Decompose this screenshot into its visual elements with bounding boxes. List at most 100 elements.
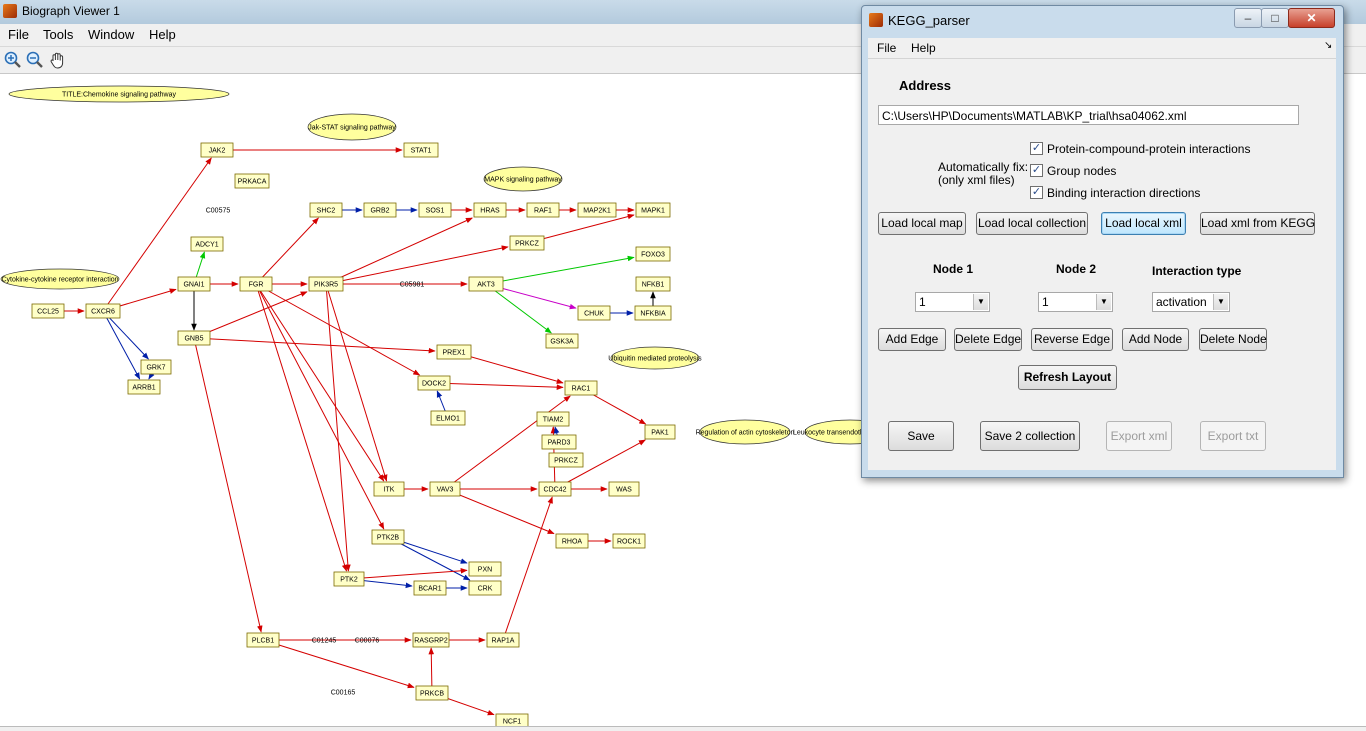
gene-node-foxo3[interactable]: FOXO3 bbox=[635, 246, 671, 262]
edge-fgr-to-ptk2b[interactable] bbox=[255, 283, 385, 530]
compound-c00165[interactable]: C00165 bbox=[331, 690, 356, 697]
edge-prkcb-to-rasgrp2[interactable] bbox=[428, 647, 435, 694]
kegg-menu-file[interactable]: File bbox=[877, 41, 897, 55]
gene-node-hras[interactable]: HRAS bbox=[473, 202, 507, 218]
compound-c05981[interactable]: C05981 bbox=[400, 282, 425, 289]
pan-hand-icon[interactable] bbox=[48, 50, 68, 70]
menubar-dock-arrow-icon[interactable]: ↘ bbox=[1324, 40, 1333, 51]
interaction-type-select[interactable]: activation ▼ bbox=[1152, 292, 1230, 312]
gene-node-raf1[interactable]: RAF1 bbox=[526, 202, 560, 218]
checkbox-binding-directions[interactable]: ✓ bbox=[1030, 186, 1043, 199]
edge-fgr-to-dock2[interactable] bbox=[255, 283, 421, 376]
gene-node-elmo1[interactable]: ELMO1 bbox=[430, 410, 466, 426]
reverse-edge-button[interactable]: Reverse Edge bbox=[1031, 328, 1113, 351]
load-xml-from-kegg-button[interactable]: Load xml from KEGG bbox=[1200, 212, 1315, 235]
gene-node-dock2[interactable]: DOCK2 bbox=[417, 375, 451, 391]
gene-node-prkcz[interactable]: PRKCZ bbox=[548, 452, 584, 468]
edge-pik3r5-to-prkcz[interactable] bbox=[325, 245, 509, 285]
delete-node-button[interactable]: Delete Node bbox=[1199, 328, 1267, 351]
gene-node-cdc42[interactable]: CDC42 bbox=[538, 481, 572, 497]
kegg-menu-help[interactable]: Help bbox=[911, 41, 936, 55]
edge-pik3r5-to-itk[interactable] bbox=[325, 283, 388, 482]
gene-node-prkcz[interactable]: PRKCZ bbox=[509, 235, 545, 251]
edge-gnb5-to-prex1[interactable] bbox=[193, 337, 436, 354]
gene-node-cxcr6[interactable]: CXCR6 bbox=[85, 303, 121, 319]
gene-node-ncf1[interactable]: NCF1 bbox=[495, 713, 529, 726]
load-local-xml-button[interactable]: Load local xml bbox=[1101, 212, 1186, 235]
gene-node-pik3r5[interactable]: PIK3R5 bbox=[308, 276, 344, 292]
compound-c01245[interactable]: C01245 bbox=[312, 638, 337, 645]
gene-node-ccl25[interactable]: CCL25 bbox=[31, 303, 65, 319]
gene-node-stat1[interactable]: STAT1 bbox=[403, 142, 439, 158]
pathway-ellipse-title-chemokine-signaling-pathway[interactable]: TITLE:Chemokine signaling pathway bbox=[8, 85, 230, 103]
compound-c00575[interactable]: C00575 bbox=[206, 208, 231, 215]
gene-node-rhoa[interactable]: RHOA bbox=[555, 533, 589, 549]
edge-prkcz-to-mapk1[interactable] bbox=[526, 213, 635, 244]
gene-node-mapk1[interactable]: MAPK1 bbox=[635, 202, 671, 218]
gene-node-arrb1[interactable]: ARRB1 bbox=[127, 379, 161, 395]
load-local-map-button[interactable]: Load local map bbox=[878, 212, 966, 235]
edge-cxcr6-to-grk7[interactable] bbox=[102, 310, 149, 360]
gene-node-nfkbia[interactable]: NFKBIA bbox=[634, 305, 672, 321]
gene-node-pxn[interactable]: PXN bbox=[468, 561, 502, 577]
minimize-button[interactable]: – bbox=[1234, 8, 1262, 28]
address-input[interactable]: C:\Users\HP\Documents\MATLAB\KP_trial\hs… bbox=[878, 105, 1299, 125]
gene-node-was[interactable]: WAS bbox=[608, 481, 640, 497]
edge-prex1-to-rac1[interactable] bbox=[453, 351, 564, 384]
checkbox-pcp-interactions[interactable]: ✓ bbox=[1030, 142, 1043, 155]
edge-akt3-to-foxo3[interactable] bbox=[485, 255, 635, 285]
delete-edge-button[interactable]: Delete Edge bbox=[954, 328, 1022, 351]
gene-node-fgr[interactable]: FGR bbox=[239, 276, 273, 292]
gene-node-jak2[interactable]: JAK2 bbox=[200, 142, 234, 158]
edge-dock2-to-rac1[interactable] bbox=[433, 382, 564, 390]
node1-select[interactable]: 1 ▼ bbox=[915, 292, 990, 312]
gene-node-prkcb[interactable]: PRKCB bbox=[415, 685, 449, 701]
pathway-ellipse-regulation-of-actin-cytoskeleton[interactable]: Regulation of actin cytoskeleton bbox=[696, 419, 795, 445]
gene-node-nfkb1[interactable]: NFKB1 bbox=[635, 276, 671, 292]
compound-c00076[interactable]: C00076 bbox=[355, 638, 380, 645]
gene-node-prkaca[interactable]: PRKACA bbox=[234, 173, 270, 189]
gene-node-vav3[interactable]: VAV3 bbox=[429, 481, 461, 497]
gene-node-rasgrp2[interactable]: RASGRP2 bbox=[412, 632, 450, 648]
gene-node-pard3[interactable]: PARD3 bbox=[541, 434, 577, 450]
edge-cdc42-to-pak1[interactable] bbox=[554, 439, 646, 490]
pathway-ellipse-cytokine-cytokine-receptor-interaction[interactable]: Cytokine-cytokine receptor interaction bbox=[0, 268, 120, 290]
maximize-button[interactable]: □ bbox=[1261, 8, 1289, 28]
gene-node-tiam2[interactable]: TIAM2 bbox=[536, 411, 570, 427]
load-local-collection-button[interactable]: Load local collection bbox=[976, 212, 1088, 235]
gene-node-grb2[interactable]: GRB2 bbox=[363, 202, 397, 218]
pathway-graph-canvas[interactable]: TITLE:Chemokine signaling pathwayJak-STA… bbox=[0, 74, 1366, 726]
gene-node-crk[interactable]: CRK bbox=[468, 580, 502, 596]
edge-fgr-to-ptk2[interactable] bbox=[255, 283, 348, 572]
refresh-layout-button[interactable]: Refresh Layout bbox=[1018, 365, 1117, 390]
gene-node-rap1a[interactable]: RAP1A bbox=[486, 632, 520, 648]
zoom-out-icon[interactable] bbox=[25, 50, 45, 70]
gene-node-akt3[interactable]: AKT3 bbox=[468, 276, 504, 292]
gene-node-grk7[interactable]: GRK7 bbox=[140, 359, 172, 375]
menu-window[interactable]: Window bbox=[88, 27, 135, 42]
gene-node-rac1[interactable]: RAC1 bbox=[564, 380, 598, 396]
gene-node-ptk2b[interactable]: PTK2B bbox=[371, 529, 405, 545]
edge-akt3-to-gsk3a[interactable] bbox=[485, 283, 552, 334]
pathway-ellipse-ubiquitin-mediated-proteolysis[interactable]: Ubiquitin mediated proteolysis bbox=[608, 346, 702, 370]
gene-node-chuk[interactable]: CHUK bbox=[577, 305, 611, 321]
edge-rap1a-to-cdc42[interactable] bbox=[502, 496, 553, 641]
gene-node-sos1[interactable]: SOS1 bbox=[418, 202, 452, 218]
pathway-ellipse-jak-stat-signaling-pathway[interactable]: Jak-STAT signaling pathway bbox=[307, 113, 397, 141]
export-txt-button[interactable]: Export txt bbox=[1200, 421, 1266, 451]
gene-node-rock1[interactable]: ROCK1 bbox=[612, 533, 646, 549]
edge-cxcr6-to-arrb1[interactable] bbox=[102, 310, 141, 380]
edge-pik3r5-to-hras[interactable] bbox=[325, 217, 473, 285]
gene-node-bcar1[interactable]: BCAR1 bbox=[413, 580, 447, 596]
gene-node-gsk3a[interactable]: GSK3A bbox=[545, 333, 579, 349]
gene-node-plcb1[interactable]: PLCB1 bbox=[246, 632, 280, 648]
edge-fgr-to-shc2[interactable] bbox=[255, 217, 319, 285]
gene-node-map2k1[interactable]: MAP2K1 bbox=[577, 202, 617, 218]
edge-fgr-to-itk[interactable] bbox=[255, 283, 385, 482]
checkbox-group-nodes[interactable]: ✓ bbox=[1030, 164, 1043, 177]
edge-ptk2-to-pxn[interactable] bbox=[348, 567, 468, 580]
pathway-ellipse-mapk-signaling-pathway[interactable]: MAPK signaling pathway bbox=[483, 166, 563, 192]
gene-node-pak1[interactable]: PAK1 bbox=[644, 424, 676, 440]
menu-file[interactable]: File bbox=[8, 27, 29, 42]
zoom-in-icon[interactable] bbox=[3, 50, 23, 70]
